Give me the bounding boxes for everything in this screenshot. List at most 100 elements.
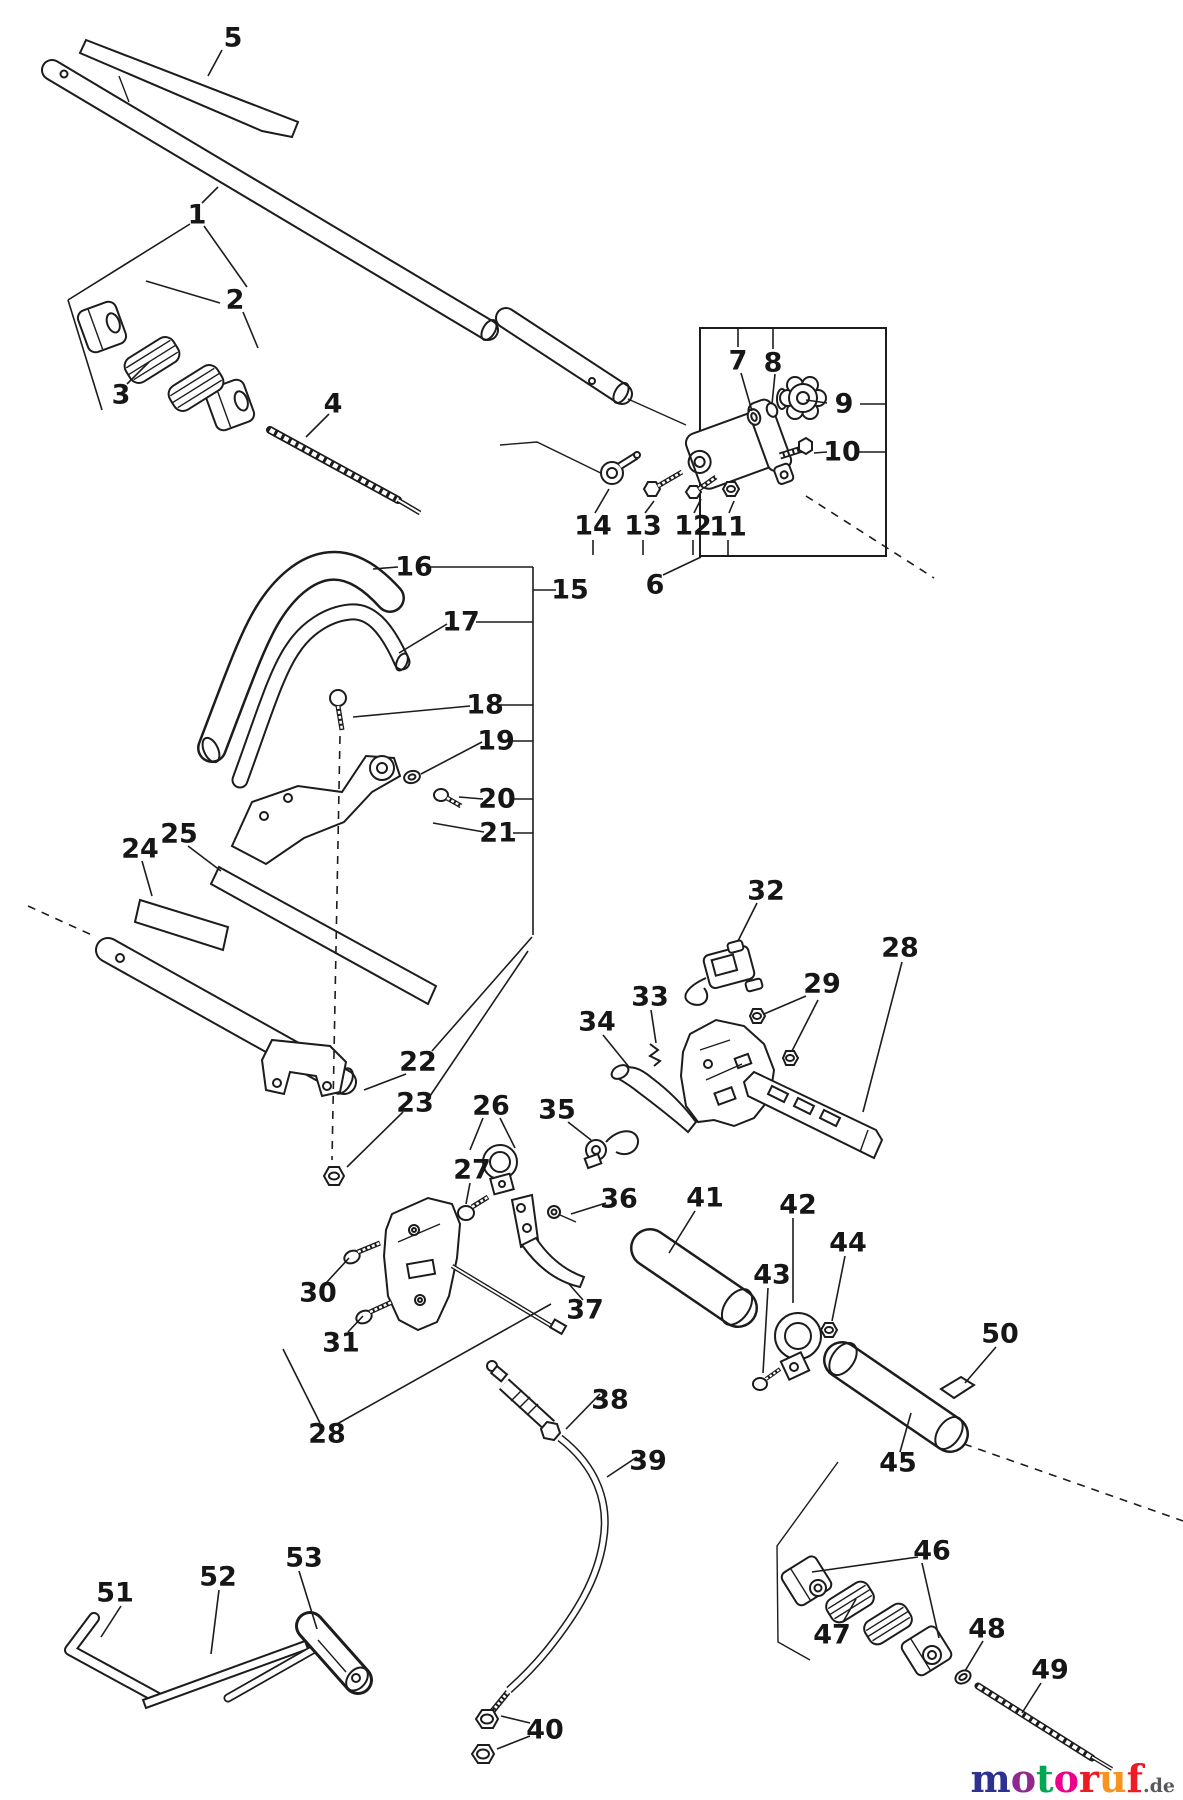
nut-11-drawing	[721, 481, 741, 497]
part-label-53[interactable]: 53	[285, 1543, 323, 1574]
handle-screw-drawing	[329, 689, 347, 731]
watermark-suffix: .de	[1143, 1775, 1175, 1797]
watermark-logo: motoruf.de	[970, 1760, 1175, 1798]
part-label-27[interactable]: 27	[453, 1155, 491, 1186]
watermark-letter: m	[970, 1756, 1011, 1800]
part-label-25[interactable]: 25	[160, 819, 198, 850]
clamp-knob-drawing	[776, 376, 827, 420]
part-label-28[interactable]: 28	[308, 1419, 346, 1450]
housing-screw-30-drawing	[343, 1240, 381, 1265]
part-label-45[interactable]: 45	[879, 1448, 917, 1479]
part-label-16[interactable]: 16	[395, 552, 433, 583]
bolt-13-drawing	[642, 469, 684, 497]
part-label-9[interactable]: 9	[835, 389, 854, 420]
part-label-11[interactable]: 11	[709, 512, 747, 543]
flexible-drive-shaft-drawing	[266, 426, 422, 516]
part-label-19[interactable]: 19	[477, 726, 515, 757]
screw-12-drawing	[684, 474, 718, 499]
watermark-letter: t	[1036, 1756, 1054, 1800]
part-label-48[interactable]: 48	[968, 1614, 1006, 1645]
tube-clamp-42-drawing	[752, 1312, 839, 1391]
part-label-21[interactable]: 21	[479, 818, 517, 849]
throttle-latch-lever-drawing	[610, 1064, 698, 1134]
part-label-5[interactable]: 5	[224, 23, 243, 54]
part-label-30[interactable]: 30	[299, 1278, 337, 1309]
part-label-7[interactable]: 7	[729, 346, 748, 377]
watermark-letter: f	[1126, 1756, 1143, 1800]
cable-nuts-drawing	[470, 1709, 500, 1764]
throttle-spring-33-drawing	[648, 1043, 662, 1067]
lower-clamp-saddle-drawing	[260, 1038, 348, 1098]
part-label-40[interactable]: 40	[526, 1715, 564, 1746]
part-label-10[interactable]: 10	[823, 437, 861, 468]
housing-nuts-drawing	[748, 1008, 800, 1066]
part-label-33[interactable]: 33	[631, 982, 669, 1013]
cable-clamp-drawing	[482, 1144, 518, 1196]
splined-insert-b-drawing	[167, 364, 225, 412]
part-label-46[interactable]: 46	[913, 1536, 951, 1567]
lower-decal-long-drawing	[209, 865, 438, 1006]
coupler-assembly-box	[600, 327, 887, 557]
part-label-43[interactable]: 43	[753, 1260, 791, 1291]
part-label-31[interactable]: 31	[322, 1328, 360, 1359]
handle-clamp-bracket-drawing	[230, 754, 402, 866]
part-label-14[interactable]: 14	[574, 511, 612, 542]
watermark-letter: o	[1053, 1756, 1079, 1800]
socket-wrench-tool-drawing	[223, 1611, 373, 1703]
part-label-37[interactable]: 37	[566, 1295, 604, 1326]
part-label-18[interactable]: 18	[466, 690, 504, 721]
handle-grip-drawing	[197, 550, 405, 764]
part-label-22[interactable]: 22	[399, 1047, 437, 1078]
handle-screw-20-drawing	[433, 788, 463, 809]
throttle-housing-left-drawing	[382, 1196, 462, 1332]
part-label-52[interactable]: 52	[199, 1562, 237, 1593]
part-label-20[interactable]: 20	[478, 784, 516, 815]
handle-washer-drawing	[403, 769, 421, 785]
part-label-6[interactable]: 6	[646, 570, 665, 601]
splined-insert-a-drawing	[123, 336, 181, 384]
part-label-34[interactable]: 34	[578, 1007, 616, 1038]
part-label-26[interactable]: 26	[472, 1091, 510, 1122]
part-label-35[interactable]: 35	[538, 1095, 576, 1126]
part-label-23[interactable]: 23	[396, 1088, 434, 1119]
lower-shaft-tube-45-drawing	[823, 1341, 969, 1453]
throttle-cable-drawing	[486, 1360, 609, 1715]
part-label-32[interactable]: 32	[747, 876, 785, 907]
part-label-42[interactable]: 42	[779, 1190, 817, 1221]
flexible-shaft-49-drawing	[974, 1682, 1114, 1771]
part-label-44[interactable]: 44	[829, 1228, 867, 1259]
part-label-49[interactable]: 49	[1031, 1655, 1069, 1686]
part-label-1[interactable]: 1	[188, 200, 207, 231]
part-label-13[interactable]: 13	[624, 511, 662, 542]
dashed-axis-lines	[27, 495, 1183, 1522]
shaft-decal-drawing	[78, 38, 300, 139]
part-label-24[interactable]: 24	[121, 834, 159, 865]
part-label-8[interactable]: 8	[764, 348, 783, 379]
clamp-nut-drawing	[322, 1166, 346, 1186]
housing-screw-31-drawing	[355, 1299, 394, 1325]
part-label-3[interactable]: 3	[112, 380, 131, 411]
part-label-38[interactable]: 38	[591, 1385, 629, 1416]
watermark-letter: r	[1078, 1756, 1099, 1800]
part-label-50[interactable]: 50	[981, 1319, 1019, 1350]
part-label-29[interactable]: 29	[803, 969, 841, 1000]
part-label-15[interactable]: 15	[551, 575, 589, 606]
part-label-47[interactable]: 47	[813, 1620, 851, 1651]
part-label-4[interactable]: 4	[324, 389, 343, 420]
watermark-letter: o	[1010, 1756, 1037, 1800]
part-label-51[interactable]: 51	[96, 1578, 134, 1609]
throttle-rod-drawing	[450, 1264, 568, 1336]
part-label-2[interactable]: 2	[226, 285, 245, 316]
part-label-17[interactable]: 17	[442, 607, 480, 638]
small-spring-36-drawing	[547, 1205, 577, 1223]
part-label-28[interactable]: 28	[881, 933, 919, 964]
part-label-41[interactable]: 41	[686, 1183, 724, 1214]
part-label-36[interactable]: 36	[600, 1184, 638, 1215]
lower-decal-small-drawing	[133, 898, 230, 952]
clamp-bolt-drawing	[778, 436, 813, 460]
part-label-39[interactable]: 39	[629, 1446, 667, 1477]
grease-fitting-drawing	[600, 451, 641, 485]
part-label-12[interactable]: 12	[674, 511, 712, 542]
